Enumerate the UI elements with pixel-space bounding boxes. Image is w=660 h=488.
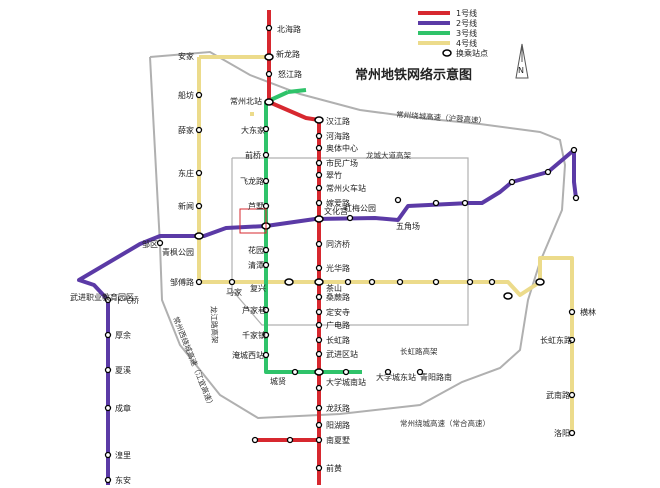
- station-wujinnongye: 武进职业教育园区: [70, 292, 134, 302]
- station-qingfenggongyuan: 青枫公园: [162, 247, 194, 257]
- urban-core-boundary: [231, 157, 469, 326]
- longcheng-road-label: 龙城大道高架: [366, 150, 411, 160]
- station-cuizhu: 翠竹: [326, 170, 342, 180]
- compass-north-label: N: [518, 66, 524, 75]
- legend-line1-label: 1号线: [456, 8, 477, 18]
- station-hengshanlu: 横林: [580, 307, 596, 317]
- station-fuxing: 复兴: [250, 283, 266, 293]
- station-wujiaochang: 五角场: [396, 221, 420, 231]
- transfer-wenhuagong: [314, 215, 324, 223]
- north-ring-road-label: 常州绕城高速（沪蓉高速）: [396, 109, 486, 125]
- station-lucai: 芦墅: [248, 201, 264, 211]
- boundaries: [149, 50, 567, 420]
- station-xuejiajia: 薛家: [178, 125, 194, 135]
- station-chuanjianglu: 怒江路: [278, 69, 302, 79]
- station-yanchengxizhan: 淹城西站: [232, 350, 264, 360]
- station-markers: [194, 53, 545, 376]
- legend: 1号线 2号线 3号线 4号线 换乘站点: [418, 8, 488, 58]
- station-tongjiqiao: 同济桥: [326, 239, 350, 249]
- transfer-changzhou-north: [264, 98, 274, 106]
- longjiang-road-label: 龙江路高架: [209, 306, 220, 344]
- station-chengxian: 城贤: [270, 377, 286, 386]
- transfer-east: [535, 278, 545, 286]
- station-qingshan: 清潭: [248, 260, 264, 270]
- station-daxuechengnanzhan: 大学城南站: [326, 377, 366, 387]
- station-luyuan: 芦家巷: [242, 305, 266, 315]
- station-dongzhuang: 东庄: [178, 168, 194, 178]
- regular-stations: [104, 24, 580, 484]
- station-dongan: 东安: [115, 475, 131, 485]
- station-taijiaxiang: 大东家: [241, 125, 265, 135]
- legend-line2-label: 2号线: [456, 18, 477, 28]
- station-feilonglu: 飞龙路: [240, 176, 264, 186]
- station-chashan: 茶山: [326, 283, 342, 293]
- station-wujinquzhan: 武进区站: [326, 349, 358, 359]
- station-changzhouhuochezhan: 常州火车站: [326, 183, 366, 193]
- station-qianyuan: 千家镇: [242, 330, 266, 340]
- station-hehailu: 河海路: [326, 131, 350, 141]
- station-huayuan: 花园: [248, 245, 264, 255]
- station-xinlonglu: 新龙路: [276, 49, 300, 59]
- station-qingyangnanlu: 青阳路南: [420, 372, 452, 382]
- transfer-qishuyan: [503, 292, 513, 300]
- line1-labels: 北海路 新龙路 怒江路 常州北站 汉江路 河海路 奥体中心 市民广场 翠竹 常州…: [230, 24, 366, 473]
- station-longyaolu: 龙跃路: [326, 403, 350, 413]
- station-housu: 厚余: [115, 330, 131, 340]
- station-wunanlu: 武南路: [546, 390, 570, 400]
- transfer-daxuecheng: [314, 368, 324, 376]
- north-ring-road: [149, 50, 567, 420]
- compass: N: [515, 43, 529, 79]
- station-qianli: 湟里: [115, 450, 131, 460]
- station-luoyang: 洛阳: [554, 428, 570, 438]
- station-zoupulu: 邹傅路: [170, 277, 194, 287]
- line34-labels: 大东家 前桥 飞龙路 芦墅 花园 清潭 芦家巷 千家镇 淹城西站 城贤 大学城南…: [170, 51, 596, 438]
- line2: [77, 148, 578, 485]
- station-beihailu: 北海路: [277, 24, 301, 34]
- station-guangdianlu: 广电路: [326, 320, 350, 330]
- station-chengzhang: 成章: [115, 403, 131, 413]
- station-changzhoubeizhan: 常州北站: [230, 96, 262, 106]
- station-changhonglu: 长虹路: [326, 335, 350, 345]
- station-zouqu: 邹区: [142, 239, 158, 249]
- station-xiagequ: 卜弋桥: [115, 295, 139, 305]
- station-chuanfang: 船坊: [178, 90, 194, 100]
- station-xiaxi: 夏溪: [115, 365, 131, 375]
- legend-transfer-icon: [442, 49, 452, 57]
- station-shiminguangchang: 市民广场: [326, 158, 358, 168]
- station-xincun: 新闻: [178, 201, 194, 211]
- station-dingansi: 定安寺: [326, 307, 350, 317]
- transfer-chengxi: [194, 232, 204, 240]
- transfer-fuxing: [284, 278, 294, 286]
- legend-line4-label: 4号线: [456, 38, 477, 48]
- station-nanxiashu: 南夏墅: [326, 435, 350, 445]
- legend-line3-label: 3号线: [456, 28, 477, 38]
- station-daxuechengdongzhan: 大学城东站: [376, 372, 416, 382]
- legend-transfer-label: 换乘站点: [456, 48, 488, 58]
- station-wangjia: 马家: [226, 287, 242, 297]
- station-changhongdonglu: 长虹东路: [540, 335, 572, 345]
- station-qianjiajia: 前桥: [245, 150, 261, 160]
- station-zhuanaibian: 嫁爱路: [326, 198, 350, 208]
- station-anjia: 安家: [178, 51, 194, 61]
- station-hongmeigongyuan: 红梅公园: [344, 203, 376, 213]
- central-transfer-box: [239, 208, 267, 234]
- south-ring-road-label: 常州绕城高速（常合高速）: [400, 418, 490, 428]
- transfer-hanjiang: [314, 116, 324, 124]
- station-hanjianglu: 汉江路: [326, 116, 350, 126]
- transfer-chashan: [314, 278, 324, 286]
- changhong-road-label: 长虹路高架: [400, 346, 438, 356]
- station-wenhuagong: 文化宫: [324, 206, 348, 216]
- transfer-xinlong: [264, 53, 274, 61]
- line2-labels: 红梅公园 五角场 邹区 青枫公园 卜弋桥 厚余 夏溪 成章 湟里 东安 武进职业…: [70, 203, 420, 485]
- station-aotizhongxin: 奥体中心: [326, 143, 358, 153]
- station-qianhuang: 前黄: [326, 463, 342, 473]
- map-title: 常州地铁网络示意图: [355, 67, 472, 83]
- station-liyuanlu: 桑蕨路: [326, 292, 350, 302]
- station-guanghualu: 光华路: [326, 263, 350, 273]
- station-yanghulu: 阳湖路: [326, 420, 350, 430]
